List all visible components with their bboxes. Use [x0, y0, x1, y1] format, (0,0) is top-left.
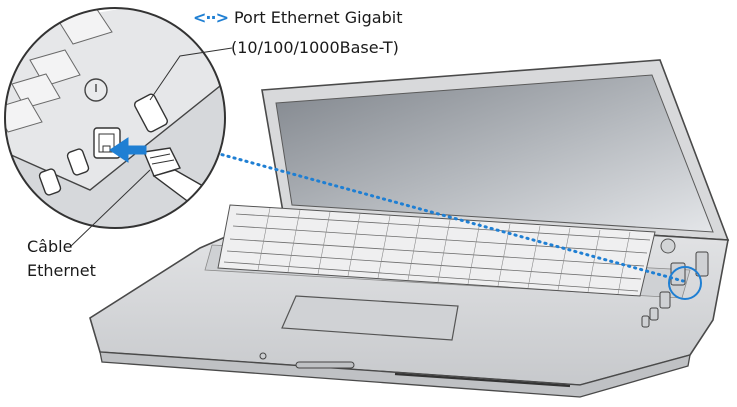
cable-label-line2: Ethernet	[27, 261, 96, 280]
cable-ethernet-label: Câble Ethernet	[27, 235, 96, 283]
port-leader-line	[149, 47, 233, 101]
port-ethernet-title: Port Ethernet Gigabit	[233, 8, 403, 27]
port-ethernet-spec: (10/100/1000Base-T)	[231, 38, 399, 57]
callout-dotted-line	[214, 151, 685, 283]
ethernet-port-icon: <··>	[193, 8, 229, 27]
port-ethernet-label: <··>Port Ethernet Gigabit	[193, 8, 402, 28]
zoom-inset	[4, 7, 226, 229]
cable-leader-line	[69, 169, 151, 248]
cable-label-line1: Câble	[27, 237, 73, 256]
arrow-right-icon	[109, 137, 147, 163]
laptop-lid	[261, 59, 730, 241]
laptop-base	[89, 204, 729, 398]
